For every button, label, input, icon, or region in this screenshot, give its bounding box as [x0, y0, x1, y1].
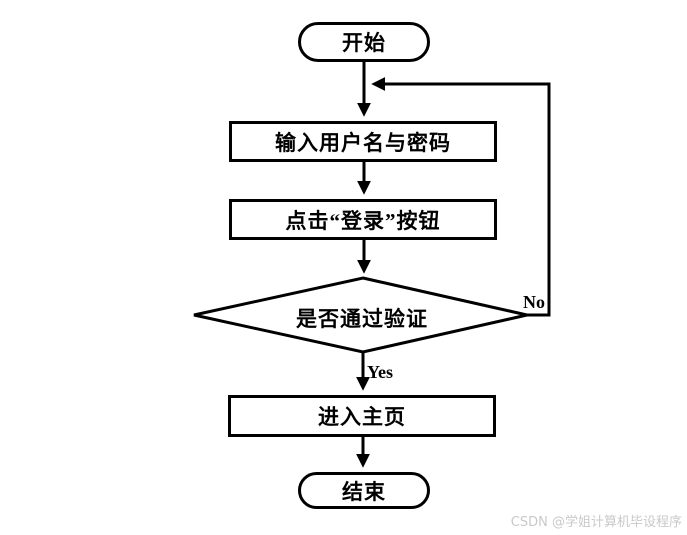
node-decision-label: 是否通过验证	[296, 307, 428, 331]
edge-label-yes: Yes	[367, 362, 393, 382]
node-enter-home: 进入主页	[228, 395, 496, 437]
node-end: 结束	[298, 472, 430, 509]
node-input-credentials: 输入用户名与密码	[229, 121, 497, 162]
node-enter-home-label: 进入主页	[318, 405, 406, 429]
decision-diamond-shape	[193, 276, 528, 354]
edge-decision-no-loop	[371, 77, 551, 317]
csdn-watermark: CSDN @学姐计算机毕设程序	[510, 515, 682, 530]
node-input-credentials-label: 输入用户名与密码	[275, 130, 451, 155]
node-start: 开始	[298, 22, 430, 62]
node-click-login: 点击“登录”按钮	[229, 199, 497, 240]
edge-label-no: No	[523, 292, 545, 312]
node-start-label: 开始	[342, 31, 386, 55]
node-end-label: 结束	[342, 479, 386, 504]
node-click-login-label: 点击“登录”按钮	[285, 208, 441, 233]
